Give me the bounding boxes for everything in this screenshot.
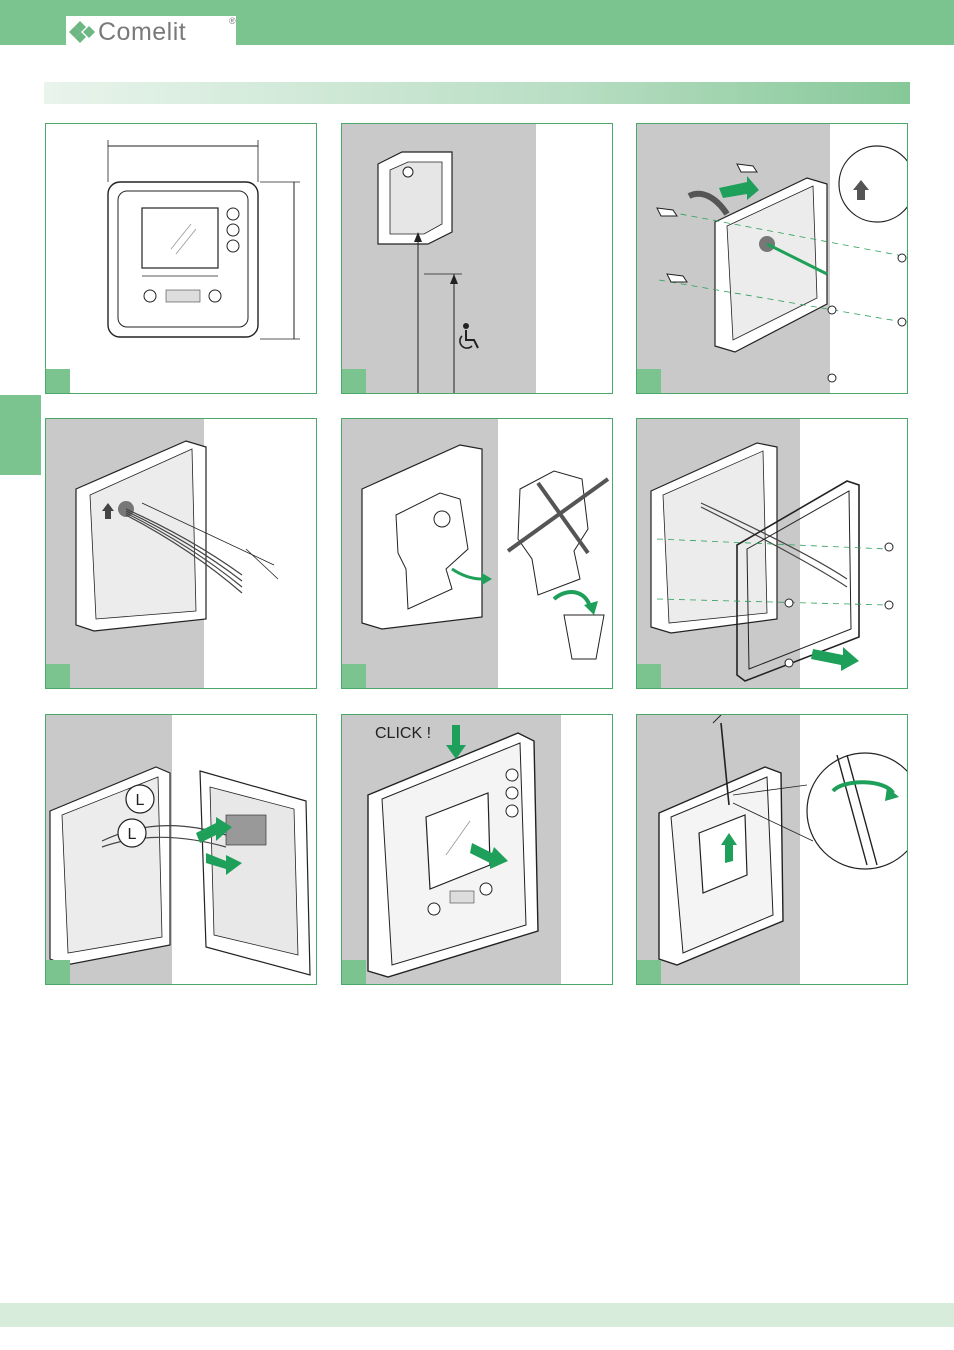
step-marker: [342, 664, 366, 688]
cable-strip-diagram-icon: [46, 419, 317, 689]
brand-registered: ®: [229, 16, 236, 26]
connector-diagram-icon: L L: [46, 715, 317, 985]
step-marker: [342, 960, 366, 984]
step-marker: [342, 369, 366, 393]
panel-2-height: [341, 123, 613, 394]
panel-1-dimensions: [45, 123, 317, 394]
height-wheelchair-diagram-icon: [342, 124, 613, 394]
click-label: CLICK !: [375, 725, 431, 743]
section-header-bar: [44, 82, 910, 104]
brand-name: Comelit: [98, 18, 186, 47]
footer-bar: [0, 1303, 954, 1327]
step-marker: [46, 664, 70, 688]
mounting-plate-diagram-icon: [637, 419, 908, 689]
panel-8-click: CLICK !: [341, 714, 613, 985]
comelit-logo-icon: [69, 21, 97, 43]
screwdriver-release-diagram-icon: [637, 715, 908, 985]
wall-anchor-diagram-icon: [637, 124, 908, 394]
side-tab: [0, 395, 41, 475]
step-marker: [637, 369, 661, 393]
snap-fit-diagram-icon: [342, 715, 613, 985]
panel-6-plate: [636, 418, 908, 689]
dimensions-diagram-icon: [46, 124, 317, 394]
step-marker: [46, 369, 70, 393]
panel-4-cables: [45, 418, 317, 689]
connector-label-2: L: [128, 826, 137, 843]
step-marker: [637, 664, 661, 688]
panel-3-anchors: [636, 123, 908, 394]
remove-template-diagram-icon: [342, 419, 613, 689]
connector-label-1: L: [136, 792, 145, 809]
step-marker: [637, 960, 661, 984]
panel-7-connector: L L: [45, 714, 317, 985]
step-marker: [46, 960, 70, 984]
panel-5-template: [341, 418, 613, 689]
panel-9-release: [636, 714, 908, 985]
